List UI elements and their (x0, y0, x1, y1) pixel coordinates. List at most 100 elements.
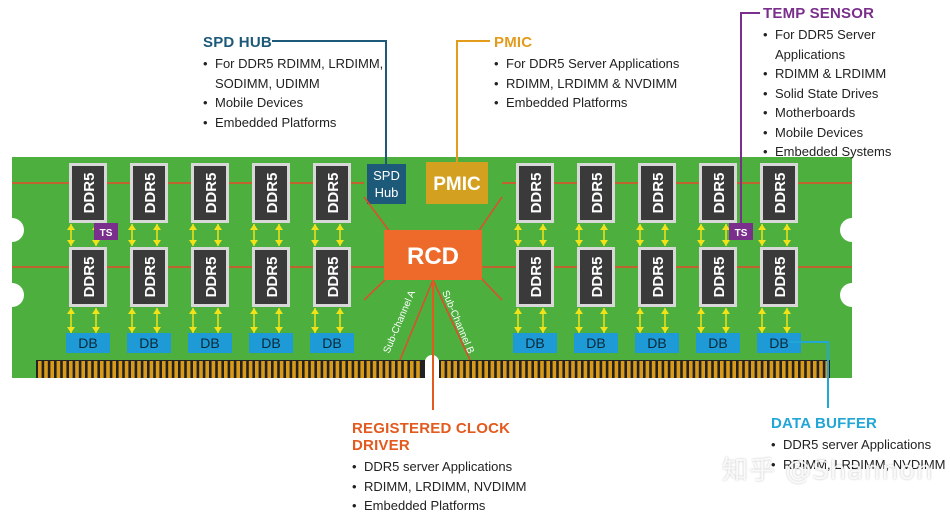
list-item: RDIMM, LRDIMM, NVDIMM (352, 477, 562, 497)
arrow-head-down (214, 240, 222, 246)
contact-pin (441, 361, 445, 378)
arrow-head-down (783, 240, 791, 246)
spd-hub-title: SPD HUB (203, 34, 272, 51)
arrow-head-up (128, 224, 136, 230)
data-buffer-chip: DB (513, 333, 557, 353)
chip-body (763, 166, 795, 220)
contact-pin (713, 361, 718, 378)
chip-body (519, 250, 551, 304)
contact-pin (310, 361, 315, 378)
data-buffer-label: DB (708, 335, 727, 351)
contact-pin (75, 361, 79, 378)
data-buffer-chip: DB (757, 333, 801, 353)
arrow-head-down (600, 327, 608, 333)
contact-pin (87, 361, 92, 378)
arrow-head-down (128, 240, 136, 246)
contact-pin (757, 361, 761, 378)
pmic-title: PMIC (494, 34, 533, 51)
chip-body (255, 250, 287, 304)
contact-pin (658, 361, 662, 378)
chip-body (641, 166, 673, 220)
contact-pin (217, 361, 222, 378)
ddr5-chip: DDR5 (313, 163, 351, 223)
spd-hub-label-2: Hub (375, 185, 399, 200)
contact-pin (800, 361, 805, 378)
spd-hub-label-1: SPD (373, 168, 400, 183)
arrow-head-up (575, 308, 583, 314)
chip-label: DDR5 (772, 257, 789, 298)
contact-pin (726, 361, 730, 378)
contact-pin (794, 361, 798, 378)
contact-pin (664, 361, 668, 378)
temp-sensor-list: For DDR5 Server Applications RDIMM & LRD… (763, 25, 948, 162)
chip-label: DDR5 (711, 173, 728, 214)
chip-label: DDR5 (142, 173, 159, 214)
arrow-head-up (636, 224, 644, 230)
contact-pin (372, 361, 377, 378)
list-item: Motherboards (763, 103, 948, 123)
ddr5-chip: DDR5 (638, 163, 676, 223)
contact-pin (769, 361, 774, 378)
contact-pin (521, 361, 526, 378)
ddr5-chip: DDR5 (577, 163, 615, 223)
contact-pin (676, 361, 681, 378)
chip-label: DDR5 (264, 257, 281, 298)
contact-pin (341, 361, 346, 378)
pcb-notch-left-bottom (12, 283, 24, 307)
arrow-head-down (214, 327, 222, 333)
contact-pin (571, 361, 575, 378)
ddr5-chip: DDR5 (252, 247, 290, 307)
contact-pin (193, 361, 197, 378)
contact-pin (273, 361, 278, 378)
contact-pin (620, 361, 625, 378)
contact-pin (744, 361, 749, 378)
contact-pin (689, 361, 693, 378)
pmic-leader-line (456, 40, 490, 162)
chip-label: DDR5 (589, 257, 606, 298)
list-item: For DDR5 Server Applications (494, 54, 694, 74)
data-buffer-body (635, 333, 679, 353)
chip-label: DDR5 (142, 257, 159, 298)
arrow-head-down (153, 327, 161, 333)
contact-pins-left (36, 360, 425, 378)
contact-pin (403, 361, 408, 378)
arrow-head-down (92, 240, 100, 246)
chip-body (519, 166, 551, 220)
temp-sensor-label: TS (735, 228, 748, 239)
arrow-head-up (153, 224, 161, 230)
pcb-notch-left-top (12, 218, 24, 242)
arrow-head-down (575, 327, 583, 333)
contact-pin (236, 361, 240, 378)
contact-pin (323, 361, 327, 378)
contact-pin (360, 361, 364, 378)
data-buffer-label: DB (586, 335, 605, 351)
contact-pin (614, 361, 619, 378)
data-buffer-label: DB (525, 335, 544, 351)
data-buffer-label: DB (769, 335, 788, 351)
arrow-head-up (722, 224, 730, 230)
pmic-label: PMIC (433, 174, 481, 195)
data-buffer-body (66, 333, 110, 353)
arrow-head-up (275, 308, 283, 314)
pmic-list: For DDR5 Server Applications RDIMM, LRDI… (494, 54, 694, 113)
pmic-chip: PMIC (426, 162, 488, 204)
rcd-title: REGISTERED CLOCK DRIVER (352, 420, 511, 454)
rcd-label: RCD (407, 243, 459, 270)
chip-body (763, 250, 795, 304)
chip-label: DDR5 (203, 257, 220, 298)
arrow-head-down (514, 327, 522, 333)
ddr5-chip: DDR5 (69, 163, 107, 223)
data-buffer-chip: DB (310, 333, 354, 353)
chip-body (702, 250, 734, 304)
arrow-head-down (311, 240, 319, 246)
chip-label: DDR5 (772, 173, 789, 214)
arrow-head-up (783, 308, 791, 314)
chip-body (580, 250, 612, 304)
arrow-head-down (758, 327, 766, 333)
ddr5-chip: DDR5 (516, 163, 554, 223)
contact-pin (304, 361, 309, 378)
arrow-head-up (661, 308, 669, 314)
contact-pin (397, 361, 402, 378)
contact-pin (348, 361, 352, 378)
